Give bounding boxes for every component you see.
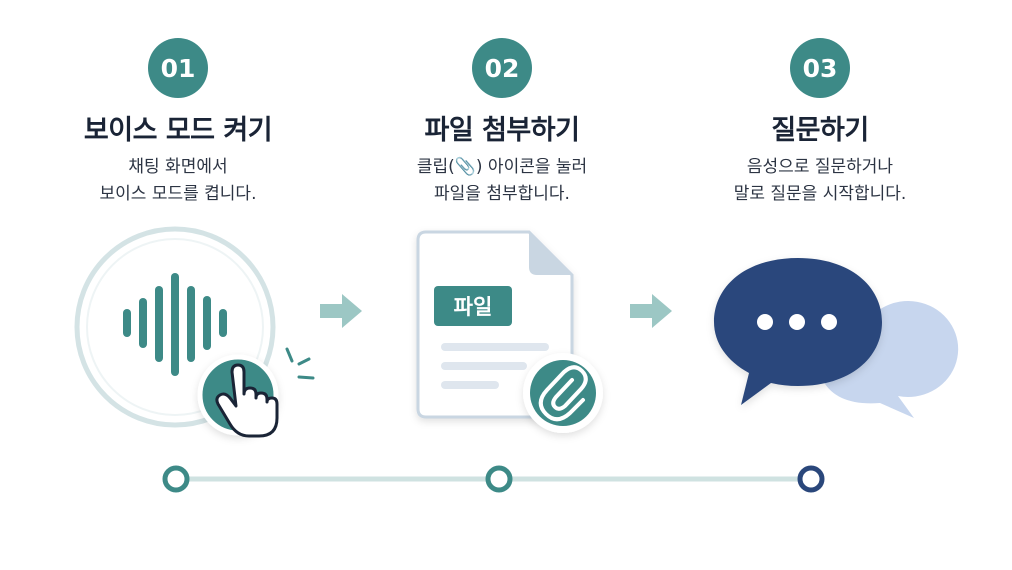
file-label: 파일 bbox=[454, 295, 493, 319]
timeline-node-2 bbox=[485, 465, 513, 493]
step-1-badge: 01 bbox=[148, 38, 208, 98]
pointer-hand-icon bbox=[197, 347, 315, 438]
timeline-node-3 bbox=[797, 465, 825, 493]
progress-timeline bbox=[162, 465, 825, 493]
step-2-description-line-2: 파일을 첨부합니다. bbox=[434, 184, 570, 204]
arrow-right-icon-1 bbox=[320, 294, 362, 328]
step-3-title: 질문하기 bbox=[771, 115, 869, 146]
step-1-description: 채팅 화면에서 보이스 모드를 켭니다. bbox=[18, 154, 338, 208]
step-1-description-line-2: 보이스 모드를 켭니다. bbox=[99, 184, 257, 204]
step-1-description-line-1: 채팅 화면에서 bbox=[128, 157, 228, 177]
timeline-node-1 bbox=[162, 465, 190, 493]
step-2-description-line-1: 클립(📎) 아이콘을 눌러 bbox=[416, 157, 588, 177]
arrow-right-icon-2 bbox=[630, 294, 672, 328]
step-1-title: 보이스 모드 켜기 bbox=[83, 115, 273, 146]
step-3-description: 음성으로 질문하거나 말로 질문을 시작합니다. bbox=[660, 154, 980, 208]
step-2-badge: 02 bbox=[472, 38, 532, 98]
step-3-description-line-1: 음성으로 질문하거나 bbox=[746, 157, 894, 177]
step-2-title: 파일 첨부하기 bbox=[424, 115, 580, 146]
paperclip-icon bbox=[523, 353, 603, 433]
step-3-description-line-2: 말로 질문을 시작합니다. bbox=[733, 184, 907, 204]
step-3-badge: 03 bbox=[790, 38, 850, 98]
chat-bubble-icon bbox=[714, 258, 959, 418]
step-2-description: 클립(📎) 아이콘을 눌러 파일을 첨부합니다. bbox=[342, 154, 662, 208]
